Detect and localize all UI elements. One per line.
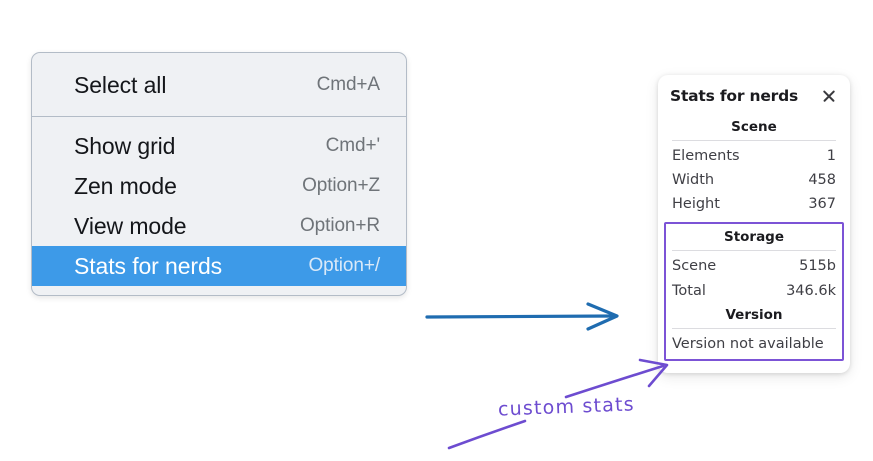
custom-stats-annotation-label: custom stats [497,393,636,421]
stat-key: Total [672,282,706,299]
stat-key: Height [672,196,720,213]
scene-section-heading: Scene [731,119,777,135]
stat-value: 346.6k [786,282,836,299]
menu-item-label: Stats for nerds [74,252,223,279]
menu-item-shortcut: Option+/ [308,255,380,276]
stat-key: Scene [672,258,717,275]
version-section-heading: Version [725,306,783,323]
scene-section-rule [672,140,836,141]
storage-section-rule [672,250,836,252]
version-section-rule [672,327,836,329]
stat-row-width: Width 458 [670,168,838,192]
menu-item-shortcut: Cmd+' [325,135,380,156]
stats-panel-header: Stats for nerds [670,85,838,115]
menu-item-label: View mode [74,212,187,239]
stat-key: Width [672,172,715,189]
menu-item-shortcut: Option+Z [302,175,380,196]
stat-row-height: Height 367 [670,192,838,216]
stat-row-storage-total: Total 346.6k [670,279,838,303]
stat-value: 367 [808,196,836,213]
blue-arrow-to-stats-panel [425,302,619,331]
menu-item-zen-mode[interactable]: Zen mode Option+Z [32,166,406,206]
stat-value: 458 [808,172,836,189]
menu-item-shortcut: Option+R [300,215,380,236]
context-menu[interactable]: Select all Cmd+A Show grid Cmd+' Zen mod… [31,52,407,296]
context-menu-group-1: Select all Cmd+A [32,53,406,116]
stat-key: Elements [672,148,740,164]
purple-arrow-to-custom-box [564,358,669,399]
purple-underline-stroke [447,419,527,450]
version-not-available-text: Version not available [672,335,824,352]
menu-item-label: Select all [74,71,167,98]
menu-item-shortcut: Cmd+A [316,74,380,95]
stat-row-elements: Elements 1 [670,144,838,168]
stat-value: 515b [799,258,836,275]
menu-item-view-mode[interactable]: View mode Option+R [32,206,406,246]
close-icon[interactable] [820,88,837,105]
stat-row-storage-scene: Scene 515b [670,254,838,278]
storage-section-heading: Storage [723,229,785,246]
menu-item-show-grid[interactable]: Show grid Cmd+' [32,126,406,166]
stats-for-nerds-panel: Stats for nerds Scene Elements 1 Width 4… [658,75,850,373]
stat-value: 1 [826,148,836,164]
menu-item-label: Show grid [74,132,176,159]
stats-panel-title: Stats for nerds [670,87,799,105]
menu-item-stats-for-nerds[interactable]: Stats for nerds Option+/ [32,246,406,286]
context-menu-group-2: Show grid Cmd+' Zen mode Option+Z View m… [32,117,406,295]
menu-divider [32,116,406,117]
custom-stats-highlight-box: Storage Scene 515b Total 346.6k Version … [664,222,844,361]
menu-item-label: Zen mode [74,172,177,199]
menu-item-select-all[interactable]: Select all Cmd+A [32,65,406,105]
